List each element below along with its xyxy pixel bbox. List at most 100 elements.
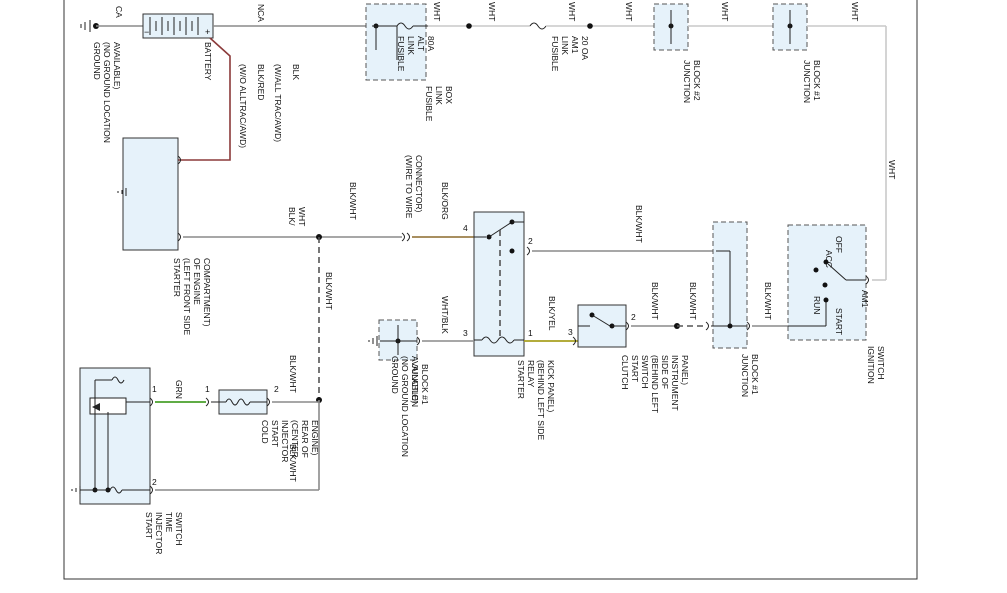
sts-label-1: START [144,512,154,539]
jb1-right-label-2: BLOCK #1 [750,354,760,395]
node-fusible-out [466,23,472,29]
relay-pin-4: 4 [463,223,468,233]
wire-to-wire-label-1: (WIRE TO WIRE [404,155,414,219]
wire-label-blk-wo: (W/O ALLTRAC/AWD) [238,64,248,148]
jb1-top-label-2: BLOCK #1 [812,60,822,101]
clutch-label-4: (BEHIND LEFT [650,355,660,413]
wire-label-wht-6: WHT [850,2,860,21]
jb1-right-label-1: JUNCTION [740,354,750,397]
start-injector-time-switch-box [79,367,151,505]
ign-label-2: SWITCH [876,346,886,380]
relay-pin-1: 1 [528,328,533,338]
clutch-label-6: INSTRUMENT [670,355,680,411]
wire-label-blk-wht-b: BLK/WHT [324,272,334,310]
clutch-label-7: PANEL) [680,355,690,385]
fusible-am1-label-2: LINK [560,36,570,55]
ign-pos-run: RUN [812,296,822,314]
relay-pin-3: 3 [463,328,468,338]
clutch-label-2: START [630,355,640,382]
fusible-am1-label-3: AM1 [570,36,580,54]
wire-label-ca: CA [114,6,124,18]
clutch-label-3: SWITCH [640,355,650,389]
fusible-box-label-2: LINK [434,86,444,105]
wire-label-wht-7: WHT [887,160,897,179]
wire-label-blk-wht-g: BLK/WHT [688,282,698,320]
wire-label-blk-wht-a: BLK/WHT [348,182,358,220]
fusible-am1-label-4: 20 OA [580,36,590,60]
wire-label-blk-wht-f: BLK/WHT [650,282,660,320]
wire-label-blk-slash: BLK/ [287,207,297,226]
starter-label-4: COMPARTMENT) [202,258,212,327]
wire-label-blk-wht-d: BLK/WHT [288,444,298,482]
wire-label-wht-1: WHT [432,2,442,21]
ground-mid-label-1: GROUND [390,356,400,394]
wire-label-blk-wht-h: BLK/WHT [763,282,773,320]
fusible-alt-label-4: 80A [426,36,436,51]
clutch-label-1: CLUTCH [620,355,630,389]
wire-label-blk-wht-e: BLK/WHT [634,205,644,243]
wire-label-blk-yel: BLK/YEL [547,296,557,331]
wire-label-wht-short: WHT [297,207,307,226]
battery-symbol: − + [142,13,214,39]
ign-pos-start: START [834,308,844,335]
ign-pos-off: OFF [834,236,844,253]
injector-label-5: REAR OF [300,420,310,458]
sts-label-3: TIME [164,512,174,533]
fusible-box-label-3: BOX [444,86,454,104]
clutch-label-5: SIDE OF [660,355,670,389]
starter-label-3: OF ENGINE [192,258,202,305]
starter-label-2: (LEFT FRONT SIDE [182,258,192,335]
wire-label-wht-2: WHT [487,2,497,21]
relay-pin-2: 2 [528,236,533,246]
fusible-link-box [365,3,427,81]
starter-ground-symbol [117,188,127,196]
sts-ground-symbol [71,486,81,494]
fusible-box-label-1: FUSIBLE [424,86,434,122]
ignition-switch-box [787,224,867,341]
wire-label-blk-org: BLK/ORG [440,182,450,220]
injector-label-6: ENGINE) [310,420,320,456]
injector-pin-1: 1 [205,384,210,394]
wire-label-wht-4: WHT [624,2,634,21]
wire-label-blk-wht-c: BLK/WHT [288,355,298,393]
sts-label-2: INJECTOR [154,512,164,554]
sts-label-4: SWITCH [174,512,184,546]
injector-pin-2: 2 [274,384,279,394]
fusible-am1-label-1: FUSIBLE [550,36,560,72]
wire-label-grn: GRN [174,380,184,399]
injector-label-4: (CENTER [290,420,300,458]
jb2-label-2: BLOCK #2 [692,60,702,101]
ground-top-label-1: GROUND [92,42,102,80]
starter-relay-box [473,211,525,357]
ign-pos-am1: AM1 [860,290,870,308]
wire-label-blk-red: BLK/RED [256,64,266,100]
node-am1-out [587,23,593,29]
sts-pin-2: 2 [152,477,157,487]
battery-label: BATTERY [203,42,213,81]
relay-label-4: KICK PANEL) [546,360,556,412]
sts-pin-1: 1 [152,384,157,394]
jb1-left-label-2: BLOCK #1 [420,364,430,405]
jb1-top-label-1: JUNCTION [802,60,812,103]
wire-label-blk: BLK [291,64,301,80]
fusible-alt-label-2: LINK [406,36,416,55]
ground-mid-label-2: (NO GROUND LOCATION [400,356,410,457]
relay-label-2: RELAY [526,360,536,388]
jb2-label-1: JUNCTION [682,60,692,103]
diagram-frame [63,0,918,580]
injector-label-1: COLD [260,420,270,444]
ign-label-1: IGNITION [866,346,876,384]
wire-label-blk-wall: (W/ALL TRAC/AWD) [273,64,283,142]
wire-battery-starter [178,37,231,161]
ground-mid-symbol [368,336,378,346]
fusible-alt-label-1: FUSIBLE [396,36,406,72]
jb1-left-label-1: JUNCTION [410,364,420,407]
ign-pos-acc: ACC [824,250,834,268]
starter-box [122,137,179,251]
svg-text:+: + [205,27,210,37]
injector-label-2: START [270,420,280,447]
wire-label-wht-blk: WHT/BLK [440,296,450,334]
wire-to-wire-label-2: CONNECTOR) [414,155,424,213]
wire-label-wht-3: WHT [567,2,577,21]
